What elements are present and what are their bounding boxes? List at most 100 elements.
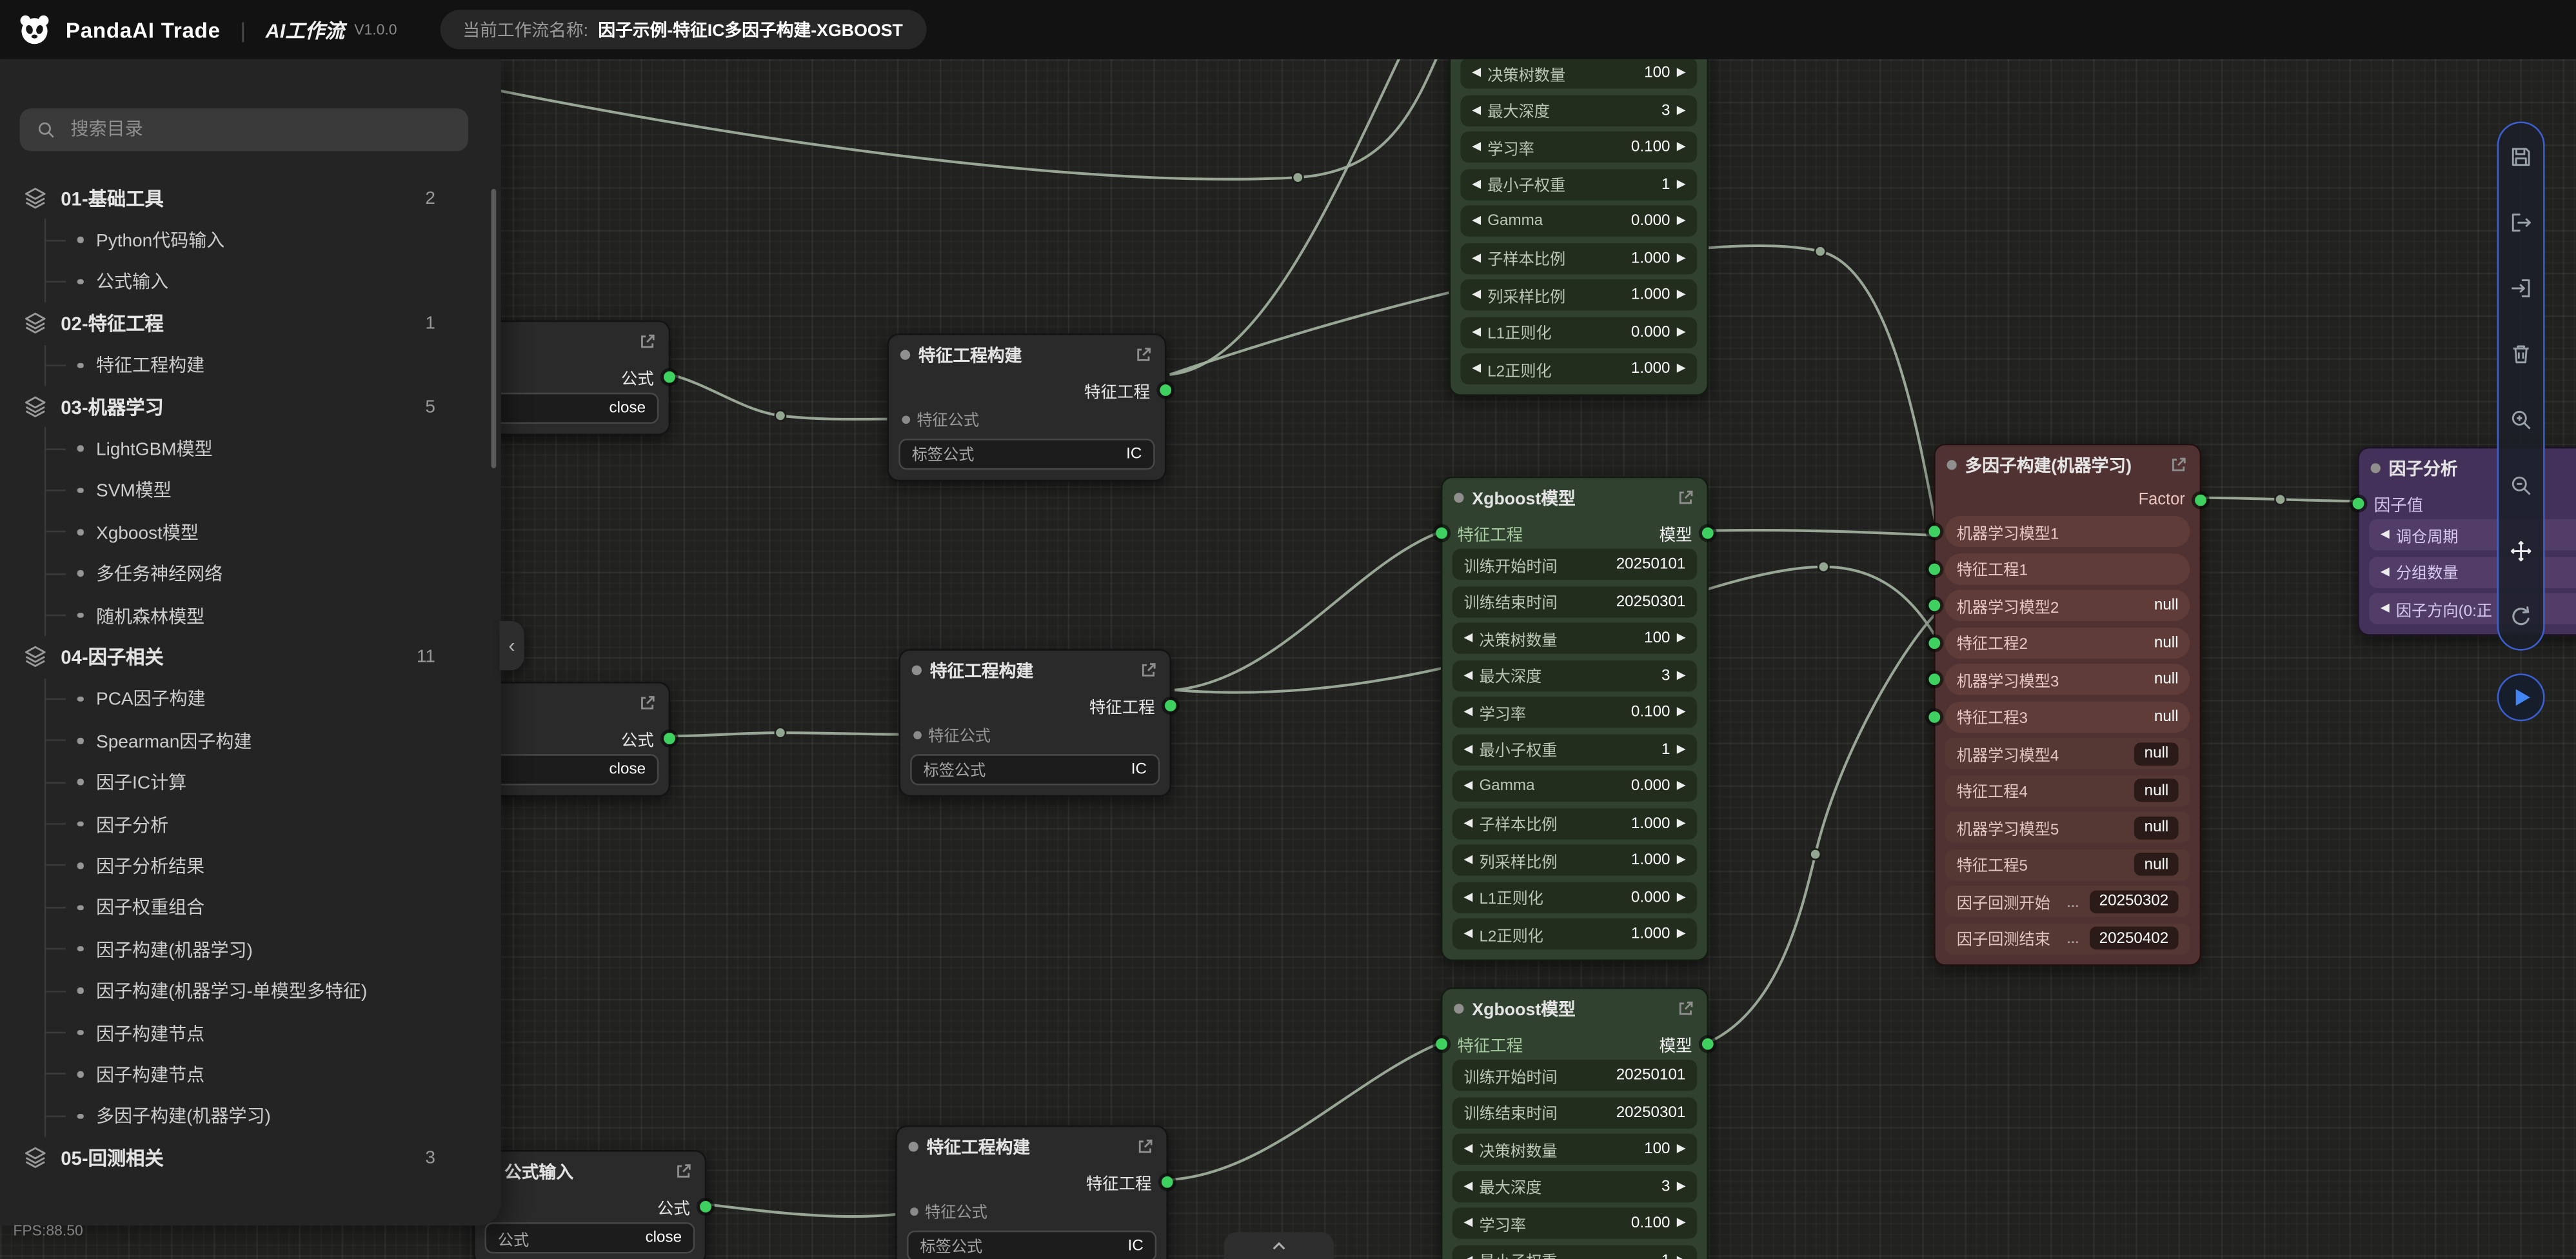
input-port[interactable] <box>2353 497 2364 509</box>
increment-icon[interactable]: ▶ <box>1677 669 1686 681</box>
zoom-out-button[interactable] <box>2504 468 2537 501</box>
field-row[interactable]: 训练开始时间20250101 <box>1452 1060 1698 1091</box>
node-xgb_top[interactable]: Xgboost模型特征工程模型训练开始时间20250101训练结束时间20250… <box>1449 59 1709 396</box>
field-row[interactable]: 标签公式IC <box>910 753 1160 784</box>
sidebar-item[interactable]: 随机森林模型 <box>46 595 501 637</box>
increment-icon[interactable]: ▶ <box>1677 855 1686 866</box>
increment-icon[interactable]: ▶ <box>1677 928 1686 940</box>
sidebar-item[interactable]: 因子构建节点 <box>46 1053 501 1095</box>
increment-icon[interactable]: ▶ <box>1677 178 1686 190</box>
input-pill-row[interactable]: 特征工程1 <box>1945 553 2190 584</box>
input-port[interactable] <box>1928 637 1940 648</box>
sidebar-item[interactable]: 因子权重组合 <box>46 887 501 929</box>
node-header[interactable]: 特征工程构建 <box>900 651 1170 690</box>
zoom-in-button[interactable] <box>2504 402 2537 435</box>
catalog-search[interactable] <box>20 108 468 151</box>
edge[interactable] <box>1174 532 1439 690</box>
node-header[interactable]: 公式输入 <box>475 1152 705 1191</box>
date-field-row[interactable]: 因子回测开始...20250302 <box>1945 886 2190 917</box>
decrement-icon[interactable]: ◀ <box>1464 817 1473 829</box>
field-row[interactable]: 训练结束时间20250301 <box>1452 1096 1698 1127</box>
decrement-icon[interactable]: ◀ <box>1464 1180 1473 1192</box>
sidebar-category[interactable]: 02-特征工程1 <box>0 302 501 344</box>
sidebar-category[interactable]: 03-机器学习5 <box>0 386 501 428</box>
import-button[interactable] <box>2504 271 2537 304</box>
sidebar-item[interactable]: 因子构建(机器学习) <box>46 928 501 970</box>
field-row[interactable]: 标签公式IC <box>907 1230 1156 1259</box>
decrement-icon[interactable]: ◀ <box>1464 706 1473 718</box>
sidebar-item[interactable]: 因子分析结果 <box>46 845 501 887</box>
increment-icon[interactable]: ▶ <box>1677 817 1686 829</box>
increment-icon[interactable]: ▶ <box>1677 1144 1686 1155</box>
node-header[interactable]: Xgboost模型 <box>1442 989 1707 1028</box>
node-header[interactable]: 特征工程构建 <box>889 335 1165 375</box>
decrement-icon[interactable]: ◀ <box>1464 633 1473 644</box>
edge[interactable] <box>498 59 1449 179</box>
bottom-panel-toggle[interactable] <box>1224 1232 1334 1259</box>
increment-icon[interactable]: ▶ <box>1677 891 1686 903</box>
sidebar-item[interactable]: 多因子构建(机器学习) <box>46 1095 501 1137</box>
increment-icon[interactable]: ▶ <box>1677 780 1686 792</box>
input-pill-row[interactable]: 机器学习模型3null <box>1945 664 2190 695</box>
input-port[interactable] <box>1928 600 1940 611</box>
sidebar-scrollbar[interactable] <box>491 189 497 468</box>
sidebar-item[interactable]: Xgboost模型 <box>46 511 501 553</box>
input-port[interactable] <box>1928 526 1940 537</box>
input-port[interactable] <box>1928 562 1940 574</box>
decrement-icon[interactable]: ◀ <box>2381 603 2390 615</box>
decrement-icon[interactable]: ◀ <box>1472 141 1481 153</box>
sidebar-item[interactable]: SVM模型 <box>46 470 501 511</box>
node-header[interactable]: 特征工程构建 <box>897 1127 1167 1166</box>
open-detail-icon[interactable] <box>673 1162 693 1182</box>
decrement-icon[interactable]: ◀ <box>1464 1144 1473 1155</box>
field-row[interactable]: 训练开始时间20250101 <box>1452 549 1698 580</box>
node-xgb_bot[interactable]: Xgboost模型特征工程模型训练开始时间20250101训练结束时间20250… <box>1441 987 1709 1259</box>
sidebar-item[interactable]: PCA因子构建 <box>46 678 501 720</box>
delete-button[interactable] <box>2504 337 2537 370</box>
decrement-icon[interactable]: ◀ <box>1472 363 1481 375</box>
input-pill-row[interactable]: 机器学习模型2null <box>1945 590 2190 620</box>
increment-icon[interactable]: ▶ <box>1677 744 1686 755</box>
increment-icon[interactable]: ▶ <box>1677 289 1686 301</box>
edge[interactable] <box>1710 610 1941 1042</box>
input-pill-row[interactable]: 特征工程3null <box>1945 700 2190 731</box>
input-port[interactable] <box>1436 1038 1447 1049</box>
sidebar-item[interactable]: 多任务神经网络 <box>46 553 501 595</box>
sidebar-item[interactable]: 特征工程构建 <box>46 344 501 386</box>
increment-icon[interactable]: ▶ <box>1677 706 1686 718</box>
sidebar-category[interactable]: 04-因子相关11 <box>0 637 501 679</box>
field-row[interactable]: 特征工程5null <box>1945 849 2190 880</box>
increment-icon[interactable]: ▶ <box>1677 104 1686 116</box>
field-row[interactable]: 特征工程4null <box>1945 775 2190 806</box>
node-multi[interactable]: 多因子构建(机器学习)Factor机器学习模型1特征工程1机器学习模型2null… <box>1934 444 2201 966</box>
decrement-icon[interactable]: ◀ <box>1472 252 1481 264</box>
open-detail-icon[interactable] <box>1134 345 1154 365</box>
open-detail-icon[interactable] <box>1676 488 1696 508</box>
decrement-icon[interactable]: ◀ <box>1472 104 1481 116</box>
open-detail-icon[interactable] <box>1135 1137 1155 1157</box>
decrement-icon[interactable]: ◀ <box>2381 529 2390 540</box>
field-row[interactable]: 标签公式IC <box>898 438 1154 469</box>
increment-icon[interactable]: ▶ <box>1677 252 1686 264</box>
pan-button[interactable] <box>2504 534 2537 567</box>
sidebar-collapse-handle[interactable]: ‹ <box>499 621 524 670</box>
sidebar-category[interactable]: 05-回测相关3 <box>0 1137 501 1179</box>
decrement-icon[interactable]: ◀ <box>1464 1254 1473 1259</box>
edge[interactable] <box>670 375 902 419</box>
edge[interactable] <box>706 1204 898 1216</box>
sidebar-item[interactable]: 因子构建节点 <box>46 1012 501 1054</box>
sidebar-item[interactable]: LightGBM模型 <box>46 428 501 470</box>
node-fe2[interactable]: 特征工程构建特征工程特征公式标签公式IC <box>898 649 1171 796</box>
sidebar-item[interactable]: 因子分析 <box>46 803 501 845</box>
input-port[interactable] <box>1928 711 1940 722</box>
export-button[interactable] <box>2504 205 2537 238</box>
open-detail-icon[interactable] <box>637 332 657 352</box>
input-pill-row[interactable]: 机器学习模型1 <box>1945 516 2190 547</box>
edge[interactable] <box>1170 59 1446 375</box>
workflow-name-pill[interactable]: 当前工作流名称: 因子示例-特征IC多因子构建-XGBOOST <box>440 10 926 49</box>
decrement-icon[interactable]: ◀ <box>1464 928 1473 940</box>
node-xgb_mid[interactable]: Xgboost模型特征工程模型训练开始时间20250101训练结束时间20250… <box>1441 477 1709 961</box>
node-header[interactable]: Xgboost模型 <box>1442 478 1707 517</box>
run-workflow-button[interactable] <box>2497 673 2545 721</box>
sidebar-item[interactable]: 因子IC计算 <box>46 762 501 804</box>
